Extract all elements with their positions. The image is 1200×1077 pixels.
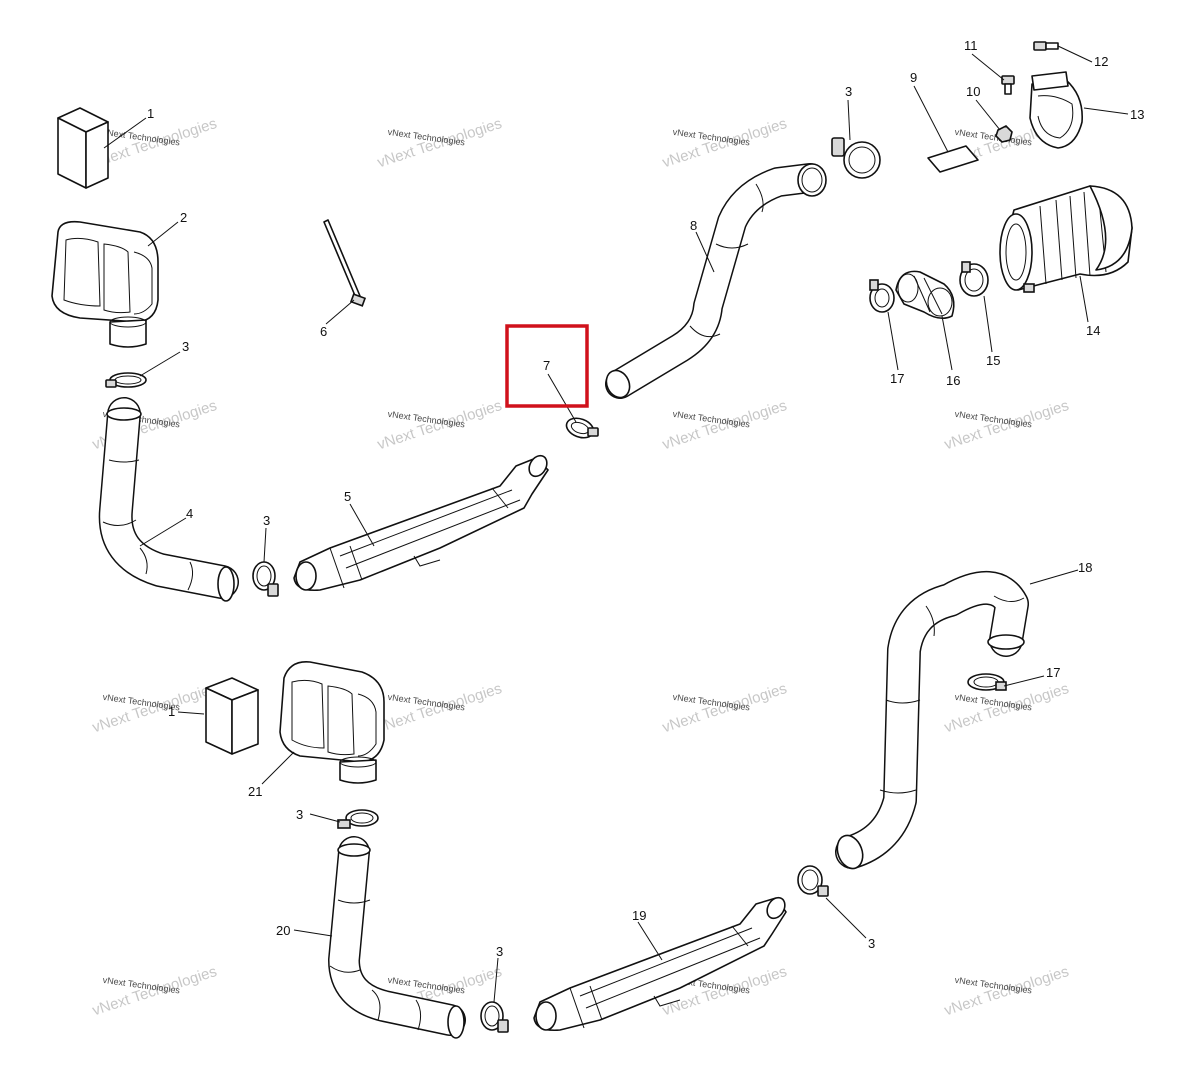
callout-5: 5 (344, 489, 351, 504)
callout-7: 7 (543, 358, 550, 373)
part-19-intake-duct[interactable] (533, 894, 788, 1032)
callout-1: 1 (168, 704, 175, 719)
part-3-clamp-d[interactable] (337, 809, 379, 829)
part-3-clamp-c[interactable] (831, 137, 881, 179)
part-20-hose[interactable] (328, 836, 466, 1039)
callout-3: 3 (296, 807, 303, 822)
callout-10: 10 (966, 84, 980, 99)
callout-3: 3 (496, 944, 503, 959)
part-18-hose[interactable] (833, 570, 1029, 872)
part-12-bolt[interactable] (1033, 41, 1059, 51)
callout-13: 13 (1130, 107, 1144, 122)
part-6-tie-strap[interactable] (323, 219, 367, 307)
callout-20: 20 (276, 923, 290, 938)
callout-14: 14 (1086, 323, 1100, 338)
callout-15: 15 (986, 353, 1000, 368)
part-1-filter-box[interactable] (57, 107, 109, 189)
part-3-clamp-b[interactable] (252, 561, 279, 597)
callout-21: 21 (248, 784, 262, 799)
part-5-intake-duct[interactable] (293, 452, 550, 592)
callout-3: 3 (868, 936, 875, 951)
part-7-clamp[interactable] (564, 415, 599, 441)
part-3-clamp-f[interactable] (797, 865, 829, 897)
callout-17: 17 (1046, 665, 1060, 680)
part-9-label[interactable] (927, 145, 979, 173)
part-1-filter-box-lower[interactable] (205, 677, 259, 755)
callout-labels: 1 2 3 4 3 5 6 7 8 3 9 10 11 12 13 14 15 … (147, 38, 1144, 959)
callout-6: 6 (320, 324, 327, 339)
callout-12: 12 (1094, 54, 1108, 69)
part-16-adapter-boot[interactable] (895, 270, 955, 320)
leader-lines (103, 45, 1129, 1003)
callout-8: 8 (690, 218, 697, 233)
callout-3: 3 (182, 339, 189, 354)
part-3-clamp-e[interactable] (480, 1001, 509, 1033)
callout-18: 18 (1078, 560, 1092, 575)
part-2-airbox[interactable] (51, 220, 159, 348)
part-4-hose[interactable] (98, 397, 239, 602)
callout-9: 9 (910, 70, 917, 85)
callout-17: 17 (890, 371, 904, 386)
callout-1: 1 (147, 106, 154, 121)
callout-4: 4 (186, 506, 193, 521)
highlight-box-part-7 (505, 324, 589, 408)
part-17-clamp-b[interactable] (967, 673, 1007, 691)
part-11-bolt[interactable] (1001, 75, 1015, 95)
part-14-air-filter[interactable] (999, 185, 1133, 293)
callout-16: 16 (946, 373, 960, 388)
part-17-clamp-a[interactable] (869, 279, 895, 313)
callout-3: 3 (263, 513, 270, 528)
callout-3: 3 (845, 84, 852, 99)
part-3-clamp-a[interactable] (105, 372, 147, 388)
part-13-mount-band[interactable] (1029, 71, 1083, 149)
part-15-clamp[interactable] (959, 261, 989, 297)
callout-11: 11 (964, 38, 978, 53)
callout-2: 2 (180, 210, 187, 225)
part-8-hose[interactable] (602, 163, 827, 401)
callout-19: 19 (632, 908, 646, 923)
part-21-airbox[interactable] (279, 661, 385, 784)
